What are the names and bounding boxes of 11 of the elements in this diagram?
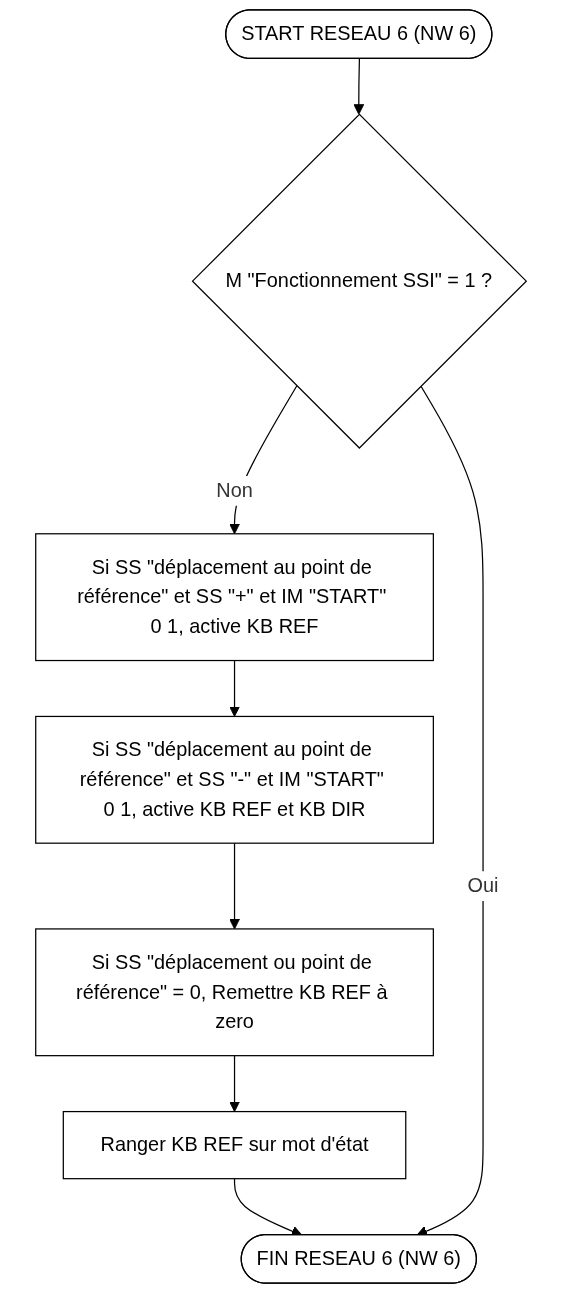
edge-label: Oui [467,874,499,896]
node-diamond: M "Fonctionnement SSI" = 1 ? [191,113,528,449]
node-box: Si SS "déplacement ou point de référence" = 0, Remettre KB REF à zero [35,928,434,1057]
node-box: Ranger KB REF sur mot d'état [62,1110,407,1180]
arrow [229,659,240,717]
node-box: Si SS "déplacement au point de référence" et SS "+" et IM "START" 0 1, active KB REF [35,533,434,662]
arrow [353,58,365,115]
edge-label: Non [216,479,253,501]
arrow [229,842,240,930]
arrow [229,1055,240,1113]
node-box: Si SS "déplacement au point de référence" et SS "-" et IM "START" 0 1, active KB REF et KB DIR [35,715,434,844]
